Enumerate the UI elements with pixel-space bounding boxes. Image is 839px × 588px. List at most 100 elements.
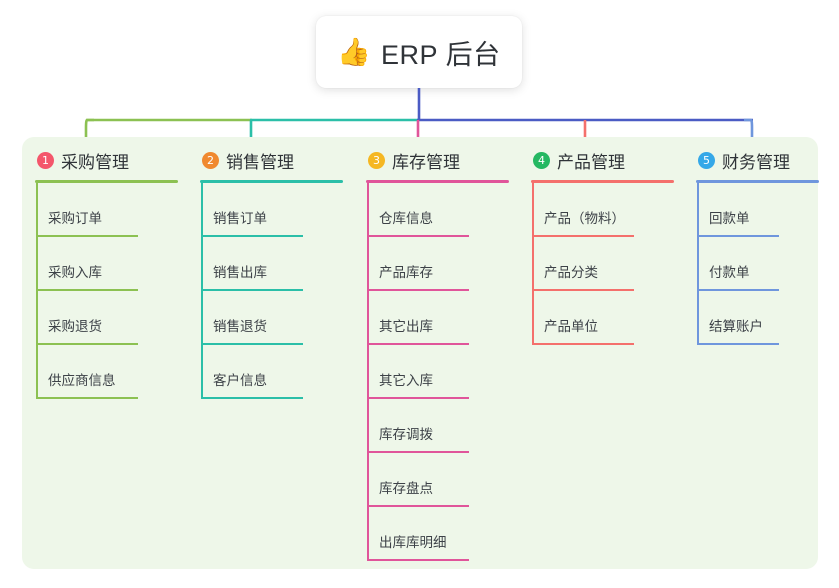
menu-item[interactable]: 产品单位 (518, 291, 683, 345)
column-rule-3 (366, 180, 509, 183)
menu-item-rule (367, 343, 469, 345)
menu-item[interactable]: 库存盘点 (353, 453, 518, 507)
column-badge-5: 5 (698, 151, 715, 169)
menu-item[interactable]: 结算账户 (683, 291, 828, 345)
menu-item-rule (36, 397, 138, 399)
menu-item-label: 仓库信息 (379, 211, 433, 226)
menu-item-label: 销售退货 (213, 319, 267, 334)
column-3: 3 库存管理仓库信息产品库存其它出库其它入库库存调拨库存盘点出库库明细 (353, 147, 518, 561)
menu-item[interactable]: 客户信息 (187, 345, 352, 399)
menu-item-label: 库存盘点 (379, 481, 433, 496)
column-badge-2: 2 (202, 151, 219, 169)
menu-item-label: 产品单位 (544, 319, 598, 334)
menu-item-label: 库存调拨 (379, 427, 433, 442)
column-rule-2 (200, 180, 343, 183)
column-items-2: 销售订单销售出库销售退货客户信息 (187, 183, 352, 399)
menu-item[interactable]: 销售退货 (187, 291, 352, 345)
menu-item-label: 采购订单 (48, 211, 102, 226)
column-title-5: 财务管理 (722, 152, 790, 172)
column-header-1[interactable]: 1 采购管理 (22, 147, 187, 173)
menu-item-label: 采购退货 (48, 319, 102, 334)
menu-item[interactable]: 采购订单 (22, 183, 187, 237)
menu-item-rule (367, 289, 469, 291)
column-title-4: 产品管理 (557, 152, 625, 172)
menu-item-label: 销售出库 (213, 265, 267, 280)
menu-item[interactable]: 库存调拨 (353, 399, 518, 453)
column-items-5: 回款单付款单结算账户 (683, 183, 828, 345)
column-spine-5 (697, 183, 699, 345)
menu-item[interactable]: 产品库存 (353, 237, 518, 291)
column-spine-4 (532, 183, 534, 345)
menu-item-rule (532, 343, 634, 345)
menu-item[interactable]: 采购退货 (22, 291, 187, 345)
menu-item-label: 结算账户 (709, 319, 763, 334)
column-rule-5 (696, 180, 819, 183)
menu-item-label: 供应商信息 (48, 373, 116, 388)
column-spine-2 (201, 183, 203, 399)
menu-item-label: 销售订单 (213, 211, 267, 226)
menu-item-label: 产品分类 (544, 265, 598, 280)
menu-item-label: 产品库存 (379, 265, 433, 280)
menu-item[interactable]: 销售订单 (187, 183, 352, 237)
column-title-2: 销售管理 (226, 152, 294, 172)
menu-item[interactable]: 出库库明细 (353, 507, 518, 561)
menu-item[interactable]: 其它入库 (353, 345, 518, 399)
column-items-4: 产品（物料） 产品分类产品单位 (518, 183, 683, 345)
column-rule-4 (531, 180, 674, 183)
column-header-2[interactable]: 2 销售管理 (187, 147, 352, 173)
menu-item-rule (697, 289, 779, 291)
page-title: ERP 后台 (381, 39, 501, 70)
menu-item[interactable]: 其它出库 (353, 291, 518, 345)
column-header-3[interactable]: 3 库存管理 (353, 147, 518, 173)
menu-item[interactable]: 付款单 (683, 237, 828, 291)
column-1: 1 采购管理采购订单采购入库采购退货供应商信息 (22, 147, 187, 399)
menu-item[interactable]: 产品分类 (518, 237, 683, 291)
menu-item[interactable]: 销售出库 (187, 237, 352, 291)
menu-item-rule (367, 235, 469, 237)
thumbs-up-icon: 👍 (337, 36, 372, 67)
menu-item-label: 出库库明细 (379, 535, 447, 550)
menu-item-rule (201, 235, 303, 237)
column-header-5[interactable]: 5 财务管理 (683, 147, 828, 173)
column-badge-3: 3 (368, 151, 385, 169)
menu-item-rule (367, 397, 469, 399)
menu-item[interactable]: 产品（物料） (518, 183, 683, 237)
column-items-3: 仓库信息产品库存其它出库其它入库库存调拨库存盘点出库库明细 (353, 183, 518, 561)
menu-item[interactable]: 仓库信息 (353, 183, 518, 237)
menu-item-rule (532, 289, 634, 291)
column-5: 5 财务管理回款单付款单结算账户 (683, 147, 828, 345)
menu-item[interactable]: 采购入库 (22, 237, 187, 291)
root-node[interactable]: 👍 ERP 后台 (316, 16, 522, 88)
menu-item-label: 客户信息 (213, 373, 267, 388)
menu-item-rule (201, 289, 303, 291)
column-badge-1: 1 (37, 151, 54, 169)
column-rule-1 (35, 180, 178, 183)
column-items-1: 采购订单采购入库采购退货供应商信息 (22, 183, 187, 399)
menu-item-rule (201, 397, 303, 399)
menu-item-rule (532, 235, 634, 237)
menu-item-label: 其它入库 (379, 373, 433, 388)
menu-item[interactable]: 回款单 (683, 183, 828, 237)
column-title-3: 库存管理 (392, 152, 460, 172)
menu-item-label: 采购入库 (48, 265, 102, 280)
column-title-1: 采购管理 (61, 152, 129, 172)
menu-item-rule (367, 505, 469, 507)
menu-item-rule (36, 235, 138, 237)
menu-item-label: 其它出库 (379, 319, 433, 334)
menu-item-label: 产品（物料） (544, 211, 625, 226)
menu-item-rule (367, 559, 469, 561)
menu-item-rule (697, 343, 779, 345)
menu-item-rule (201, 343, 303, 345)
menu-item-rule (367, 451, 469, 453)
column-spine-1 (36, 183, 38, 399)
menu-item-rule (36, 289, 138, 291)
menu-item-label: 回款单 (709, 211, 750, 226)
menu-item[interactable]: 供应商信息 (22, 345, 187, 399)
column-spine-3 (367, 183, 369, 561)
menu-item-rule (36, 343, 138, 345)
menu-item-label: 付款单 (709, 265, 750, 280)
column-2: 2 销售管理销售订单销售出库销售退货客户信息 (187, 147, 352, 399)
